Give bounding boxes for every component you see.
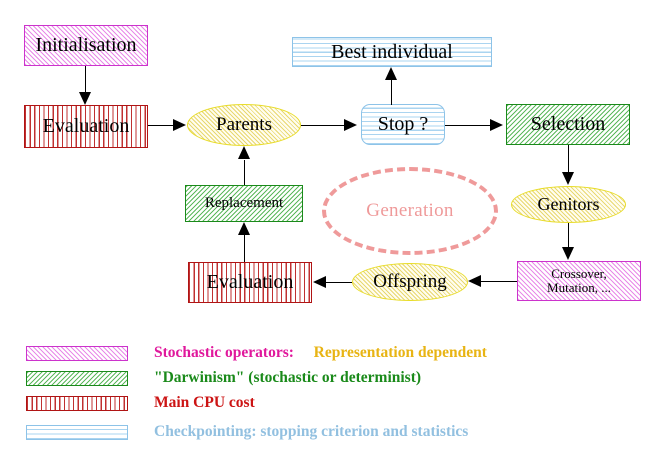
node-crossover-mutation-label: Crossover, Mutation, ... bbox=[547, 266, 611, 295]
arrowhead-up-parents bbox=[238, 146, 250, 159]
legend-label-checkpointing: Checkpointing: stopping criterion and st… bbox=[154, 423, 469, 440]
legend-row-checkpointing: Checkpointing: stopping criterion and st… bbox=[26, 423, 468, 441]
node-genitors[interactable]: Genitors bbox=[511, 186, 626, 223]
node-selection-label: Selection bbox=[530, 113, 606, 135]
node-best-individual-label: Best individual bbox=[331, 40, 453, 63]
node-generation: Generation bbox=[322, 167, 498, 255]
arrowhead-right-selection bbox=[490, 119, 503, 131]
legend-swatch-blue bbox=[26, 424, 128, 440]
node-initialisation-label: Initialisation bbox=[35, 34, 137, 56]
connector-genitors-to-crossover bbox=[568, 223, 570, 248]
arrowhead-down-initialisation bbox=[79, 92, 91, 105]
node-offspring-label: Offspring bbox=[373, 271, 447, 293]
arrowhead-down-crossover bbox=[562, 247, 574, 260]
legend-swatch-red bbox=[26, 395, 128, 411]
node-best-individual[interactable]: Best individual bbox=[292, 37, 492, 67]
node-evaluation-top-label: Evaluation bbox=[42, 115, 130, 137]
arrowhead-right-parents bbox=[173, 119, 186, 131]
arrowhead-right-stop bbox=[344, 119, 357, 131]
node-parents-label: Parents bbox=[216, 114, 272, 136]
connector-evaluation-to-parents bbox=[148, 125, 175, 127]
legend-label-cpu-cost: Main CPU cost bbox=[154, 394, 255, 411]
arrowhead-up-best-individual bbox=[385, 67, 397, 80]
node-parents[interactable]: Parents bbox=[187, 104, 301, 146]
connector-selection-to-genitors bbox=[568, 145, 570, 173]
connector-stop-to-best-individual bbox=[391, 80, 393, 105]
legend-label-stochastic-primary: Stochastic operators: bbox=[154, 344, 294, 361]
legend-swatch-magenta bbox=[26, 345, 128, 361]
legend-label-darwinism: "Darwinism" (stochastic or determinist) bbox=[154, 369, 422, 386]
node-initialisation[interactable]: Initialisation bbox=[24, 25, 148, 66]
arrowhead-down-genitors bbox=[562, 172, 574, 185]
node-stop-label: Stop ? bbox=[377, 113, 429, 135]
legend-label-stochastic-secondary: Representation dependent bbox=[313, 344, 487, 361]
node-evaluation-bottom-label: Evaluation bbox=[206, 271, 294, 293]
arrowhead-left-offspring bbox=[468, 275, 481, 287]
arrowhead-up-replacement bbox=[238, 222, 250, 235]
connector-offspring-to-evaluation bbox=[325, 282, 352, 284]
node-evaluation-bottom[interactable]: Evaluation bbox=[188, 262, 312, 303]
legend-row-stochastic: Stochastic operators: Representation dep… bbox=[26, 344, 487, 362]
node-generation-label: Generation bbox=[366, 200, 454, 221]
connector-evaluation-to-replacement bbox=[244, 235, 246, 262]
node-crossover-mutation[interactable]: Crossover, Mutation, ... bbox=[517, 261, 641, 301]
legend-swatch-green bbox=[26, 370, 128, 386]
connector-initialisation-to-evaluation bbox=[85, 66, 87, 94]
node-genitors-label: Genitors bbox=[537, 194, 600, 215]
node-replacement[interactable]: Replacement bbox=[185, 185, 303, 222]
legend-row-cpu-cost: Main CPU cost bbox=[26, 394, 255, 412]
node-evaluation-top[interactable]: Evaluation bbox=[24, 105, 148, 148]
connector-replacement-to-parents bbox=[244, 160, 246, 185]
node-offspring[interactable]: Offspring bbox=[352, 263, 468, 301]
legend-text-stochastic: Stochastic operators: Representation dep… bbox=[154, 344, 487, 362]
node-selection[interactable]: Selection bbox=[506, 104, 630, 145]
node-replacement-label: Replacement bbox=[204, 194, 284, 211]
arrowhead-left-evaluation-bottom bbox=[313, 276, 326, 288]
node-stop[interactable]: Stop ? bbox=[361, 104, 445, 145]
legend-row-darwinism: "Darwinism" (stochastic or determinist) bbox=[26, 369, 421, 387]
connector-stop-to-selection bbox=[445, 125, 491, 127]
connector-crossover-to-offspring bbox=[480, 281, 517, 283]
connector-parents-to-stop bbox=[301, 125, 345, 127]
